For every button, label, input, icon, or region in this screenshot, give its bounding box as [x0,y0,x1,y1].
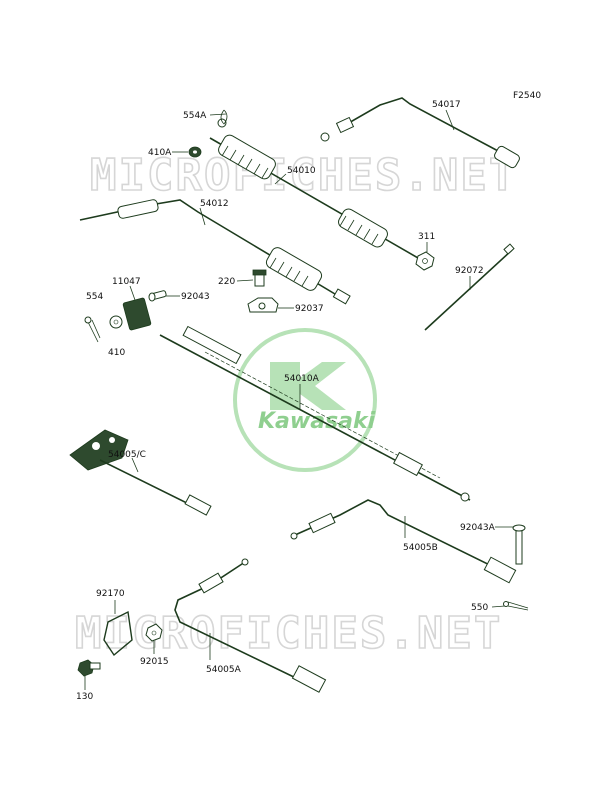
label-410a: 410A [148,148,172,158]
bracket-11047[interactable] [122,297,152,331]
label-54017: 54017 [432,100,461,110]
label-54005c: 54005/C [108,450,146,460]
label-410: 410 [108,348,125,358]
label-92043a: 92043A [460,523,496,533]
bolt-220[interactable] [252,269,267,287]
pin-92043a[interactable] [512,524,526,565]
cable-54017[interactable] [320,97,521,169]
label-554: 554 [86,292,103,302]
cable-54005a[interactable] [174,558,327,693]
tie-band-92072[interactable] [424,243,515,331]
cable-54005c[interactable] [69,429,212,516]
watermark-group: MICROFICHES.NET MICROFICHES.NET Kawasaki [74,149,517,660]
boot-54010-lower [338,208,388,248]
label-311: 311 [418,232,435,242]
clamp-92037[interactable] [247,297,279,313]
label-92072: 92072 [455,266,484,276]
label-54010: 54010 [287,166,316,176]
kawasaki-logo-watermark: Kawasaki [233,328,377,472]
callout-labels: 554A 410A 54010 54017 54012 311 92072 22… [76,100,514,702]
label-550: 550 [471,603,488,613]
cable-54012[interactable] [79,199,351,305]
label-54005b: 54005B [403,543,438,553]
cable-54005b[interactable] [290,499,517,584]
label-54010a: 54010A [284,374,320,384]
washer-410[interactable] [109,315,123,329]
label-54012: 54012 [200,199,229,209]
cotter-pin-550[interactable] [503,601,529,611]
label-92170: 92170 [96,589,125,599]
nut-311[interactable] [415,251,435,271]
cotter-pin-554[interactable] [84,316,101,343]
label-220: 220 [218,277,235,287]
bolt-130[interactable] [77,659,101,677]
label-92037: 92037 [295,304,324,314]
watermark-site-top: MICROFICHES.NET [90,150,517,201]
watermark-brand: Kawasaki [258,409,376,434]
boot-54012 [265,247,323,291]
label-54005a: 54005A [206,665,242,675]
cotter-pin-554a [217,118,227,128]
label-11047: 11047 [112,277,141,287]
label-554a: 554A [183,111,207,121]
boot-54010-upper [218,134,276,180]
cable-54010a[interactable] [159,325,471,502]
figure-code: F2540 [513,91,541,101]
pin-92043[interactable] [148,290,167,302]
washer-410a[interactable] [188,146,202,158]
cable-54010[interactable] [209,109,426,263]
label-130: 130 [76,692,93,702]
nut-92015[interactable] [145,623,163,642]
watermark-site-bottom: MICROFICHES.NET [75,608,502,659]
label-92015: 92015 [140,657,169,667]
label-92043: 92043 [181,292,210,302]
clip-92170[interactable] [103,610,133,657]
